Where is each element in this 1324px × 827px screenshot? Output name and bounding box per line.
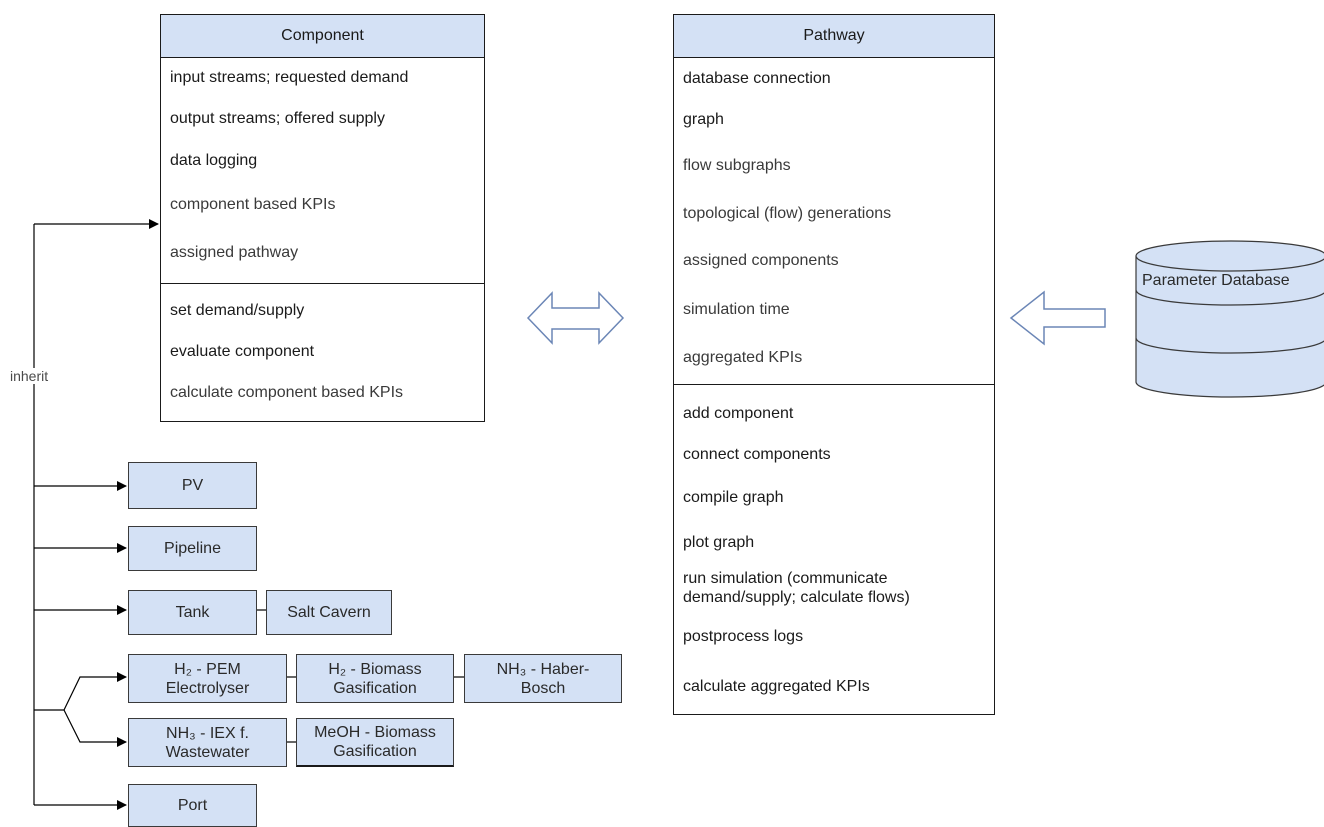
component-class[interactable]: Component input streams; requested deman… — [160, 14, 485, 422]
subclass-h2-biomass-label: H₂ - Biomass Gasification — [328, 660, 422, 697]
inherit-branch-lower — [63, 709, 127, 747]
pathway-class[interactable]: Pathway database connection graph flow s… — [673, 14, 995, 715]
component-attr-output-streams: output streams; offered supply — [170, 110, 385, 127]
pathway-method-add-component: add component — [683, 405, 794, 422]
pathway-attr-flow-subgraphs: flow subgraphs — [683, 157, 791, 174]
subclass-nh3-haber[interactable]: NH₃ - Haber- Bosch — [464, 654, 622, 703]
inherit-branch-upper — [63, 672, 127, 711]
pathway-method-plot-graph: plot graph — [683, 534, 755, 551]
subclass-salt-cavern-label: Salt Cavern — [287, 604, 371, 621]
pathway-method-run-simulation: run simulation (communicate demand/suppl… — [683, 570, 910, 606]
database-arrow — [1009, 290, 1106, 346]
subclass-tank[interactable]: Tank — [128, 590, 257, 635]
subclass-h2-pem[interactable]: H₂ - PEM Electrolyser — [128, 654, 287, 703]
pathway-divider — [674, 384, 994, 385]
subclass-port-label: Port — [177, 797, 208, 814]
component-method-calc-kpis: calculate component based KPIs — [170, 384, 404, 401]
component-attr-assigned-pathway: assigned pathway — [170, 244, 299, 261]
database-label: Parameter Database — [1142, 272, 1290, 289]
subclass-port[interactable]: Port — [128, 784, 257, 827]
database-cylinder — [1135, 240, 1324, 398]
subclass-pipeline-label: Pipeline — [164, 540, 221, 557]
subclass-h2-pem-label: H₂ - PEM Electrolyser — [165, 660, 250, 697]
subclass-meoh-biomass-label: MeOH - Biomass Gasification — [314, 724, 436, 760]
component-method-evaluate: evaluate component — [170, 343, 315, 360]
subclass-pv-label: PV — [181, 477, 204, 494]
pathway-attr-assigned-components: assigned components — [683, 252, 839, 269]
subclass-tank-label: Tank — [175, 604, 210, 621]
subclass-pv[interactable]: PV — [128, 462, 257, 509]
pathway-title: Pathway — [674, 15, 994, 58]
pathway-method-calc-aggregated-kpis: calculate aggregated KPIs — [683, 678, 870, 695]
bidirectional-arrow — [526, 291, 625, 345]
pathway-attr-db-connection: database connection — [683, 70, 831, 87]
subclass-h2-biomass[interactable]: H₂ - Biomass Gasification — [296, 654, 454, 703]
component-attr-input-streams: input streams; requested demand — [170, 69, 409, 86]
subclass-meoh-biomass[interactable]: MeOH - Biomass Gasification — [296, 718, 454, 767]
subclass-pipeline[interactable]: Pipeline — [128, 526, 257, 571]
pathway-method-compile-graph: compile graph — [683, 489, 784, 506]
component-title: Component — [161, 15, 484, 58]
component-method-set-demand: set demand/supply — [170, 302, 305, 319]
pathway-attr-graph: graph — [683, 111, 724, 128]
component-attr-data-logging: data logging — [170, 152, 258, 169]
pathway-method-postprocess-logs: postprocess logs — [683, 628, 804, 645]
pathway-method-connect-components: connect components — [683, 446, 831, 463]
subclass-nh3-iex[interactable]: NH₃ - IEX f. Wastewater — [128, 718, 287, 767]
pathway-attr-simulation-time: simulation time — [683, 301, 790, 318]
pathway-attr-aggregated-kpis: aggregated KPIs — [683, 349, 803, 366]
inherit-label: inherit — [8, 368, 51, 384]
pathway-attr-topological-generations: topological (flow) generations — [683, 205, 892, 222]
subclass-nh3-haber-label: NH₃ - Haber- Bosch — [496, 660, 590, 697]
subclass-salt-cavern[interactable]: Salt Cavern — [266, 590, 392, 635]
component-attr-kpis: component based KPIs — [170, 196, 336, 213]
subclass-nh3-iex-label: NH₃ - IEX f. Wastewater — [165, 724, 250, 761]
component-divider — [161, 283, 484, 284]
